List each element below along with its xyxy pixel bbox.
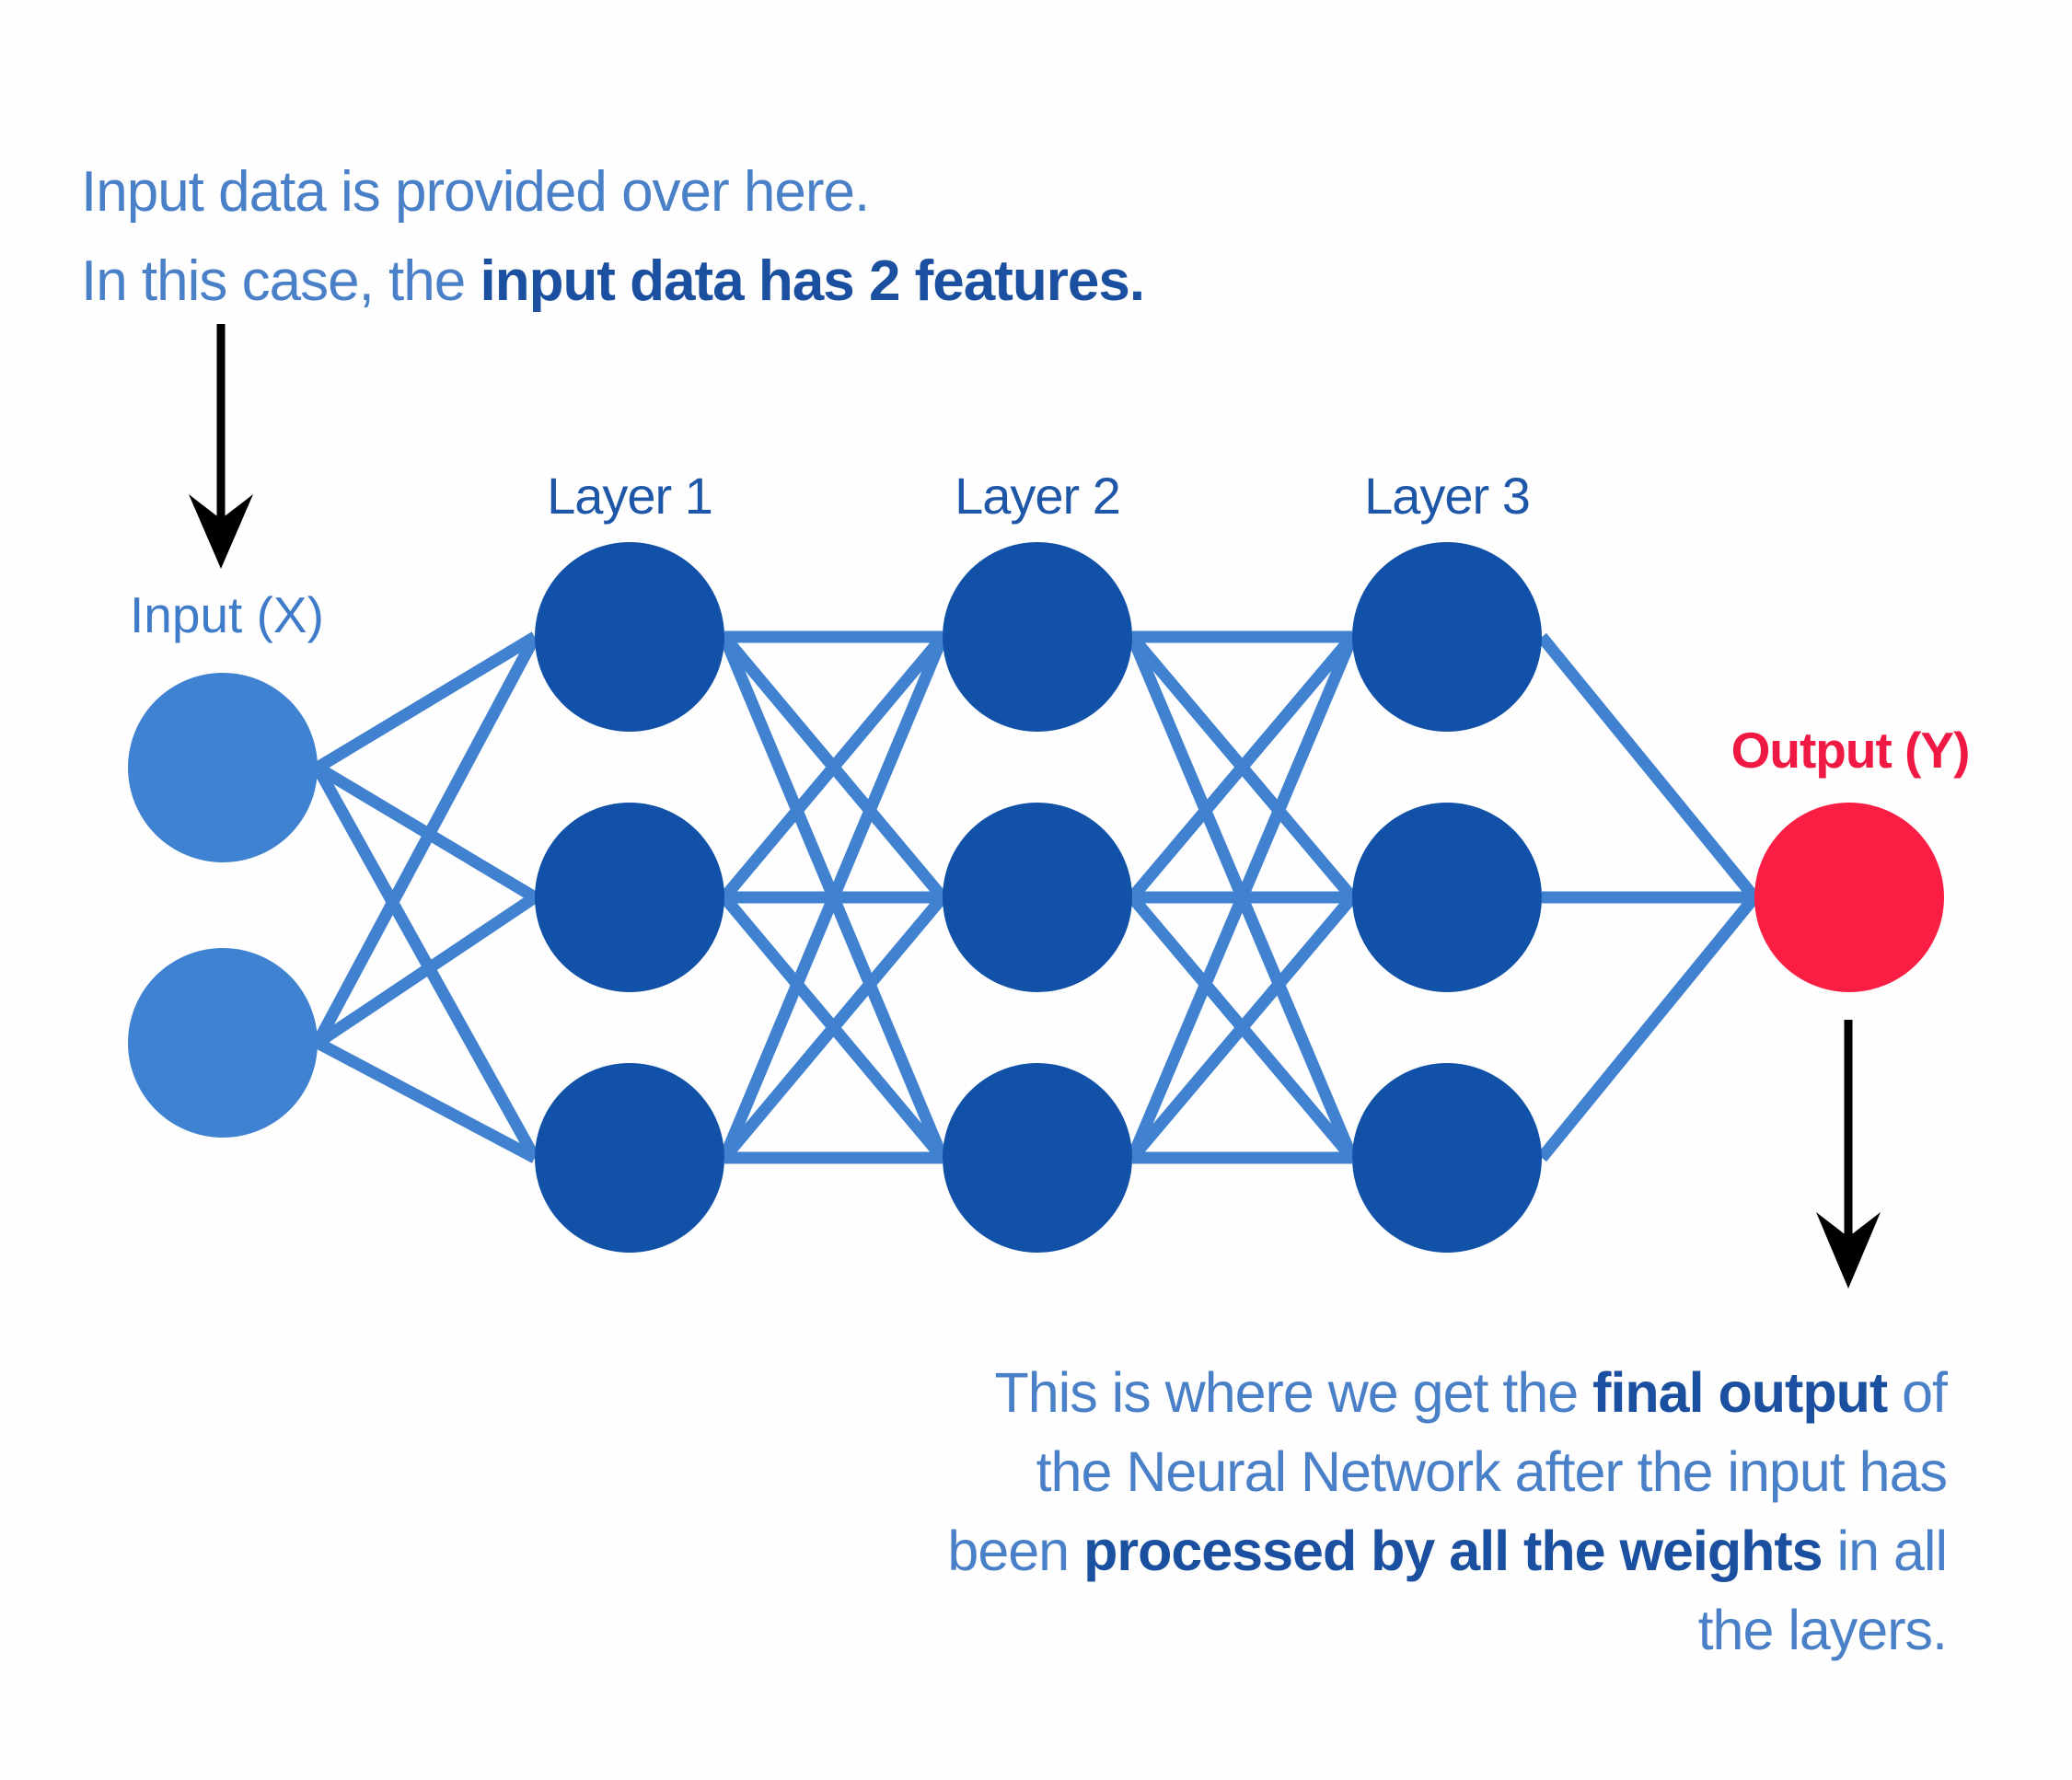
emphasis-text: final output [1592, 1361, 1888, 1424]
annotation-line: the layers. [382, 1590, 1948, 1670]
edge-layer2-to-layer3 [1127, 634, 1358, 1161]
layer2-label: Layer 2 [955, 467, 1121, 525]
emphasis-text: input data has 2 features. [480, 249, 1145, 313]
layer2-node-1 [943, 542, 1132, 732]
bottom-arrow-head-icon [1816, 1212, 1881, 1289]
top-arrow-head-icon [189, 494, 253, 569]
bottom-annotation: This is where we get the final output of… [382, 1353, 1948, 1670]
plain-text: This is where we get the [994, 1361, 1593, 1424]
annotation-line: This is where we get the final output of [382, 1353, 1948, 1432]
plain-text: the layers. [1697, 1599, 1948, 1661]
annotation-line: been processed by all the weights in all [382, 1511, 1948, 1590]
plain-text: of [1887, 1361, 1948, 1424]
emphasis-text: processed by all the weights [1083, 1520, 1823, 1582]
layer2-node-3 [943, 1063, 1132, 1253]
edge-input-to-layer1 [314, 1037, 538, 1163]
input-layer-label: Input (X) [130, 586, 324, 643]
layer1-node-3 [535, 1063, 724, 1253]
edge-layer2-to-layer3 [1128, 893, 1357, 1162]
annotation-line: the Neural Network after the input has [382, 1432, 1948, 1511]
layer3-node-2 [1352, 803, 1542, 992]
plain-text: in all [1822, 1520, 1948, 1582]
edge-input-to-layer1 [314, 892, 538, 1048]
input-node-2 [128, 948, 318, 1138]
plain-text: Input data is provided over here. [81, 160, 870, 224]
edge-layer2-to-layer3 [1128, 632, 1357, 902]
edge-input-to-layer1 [312, 633, 540, 1046]
annotation-line: In this case, the input data has 2 featu… [81, 237, 1145, 326]
edge-layer1-to-layer2 [719, 634, 948, 1161]
layer1-node-1 [535, 542, 724, 732]
edge-layer3-to-output [1536, 632, 1760, 902]
layer2-node-2 [943, 803, 1132, 992]
layer3-node-1 [1352, 542, 1542, 732]
plain-text: the Neural Network after the input has [1036, 1440, 1948, 1503]
edge-input-to-layer1 [312, 764, 540, 1162]
layer1-node-2 [535, 803, 724, 992]
plain-text: been [947, 1520, 1084, 1582]
plain-text: In this case, the [81, 249, 480, 313]
edge-layer1-to-layer2 [720, 893, 947, 1162]
edge-layer3-to-output [1536, 893, 1760, 1162]
edge-layer1-to-layer2 [720, 632, 947, 902]
top-annotation: Input data is provided over here. In this… [81, 147, 1145, 326]
input-node-1 [128, 673, 318, 862]
annotation-line: Input data is provided over here. [81, 147, 1144, 237]
edge-input-to-layer1 [314, 631, 538, 773]
layer3-label: Layer 3 [1364, 467, 1531, 525]
output-label: Output (Y) [1731, 722, 1971, 779]
layer1-label: Layer 1 [547, 467, 713, 525]
output-node-1 [1754, 803, 1944, 992]
layer3-node-3 [1352, 1063, 1542, 1253]
